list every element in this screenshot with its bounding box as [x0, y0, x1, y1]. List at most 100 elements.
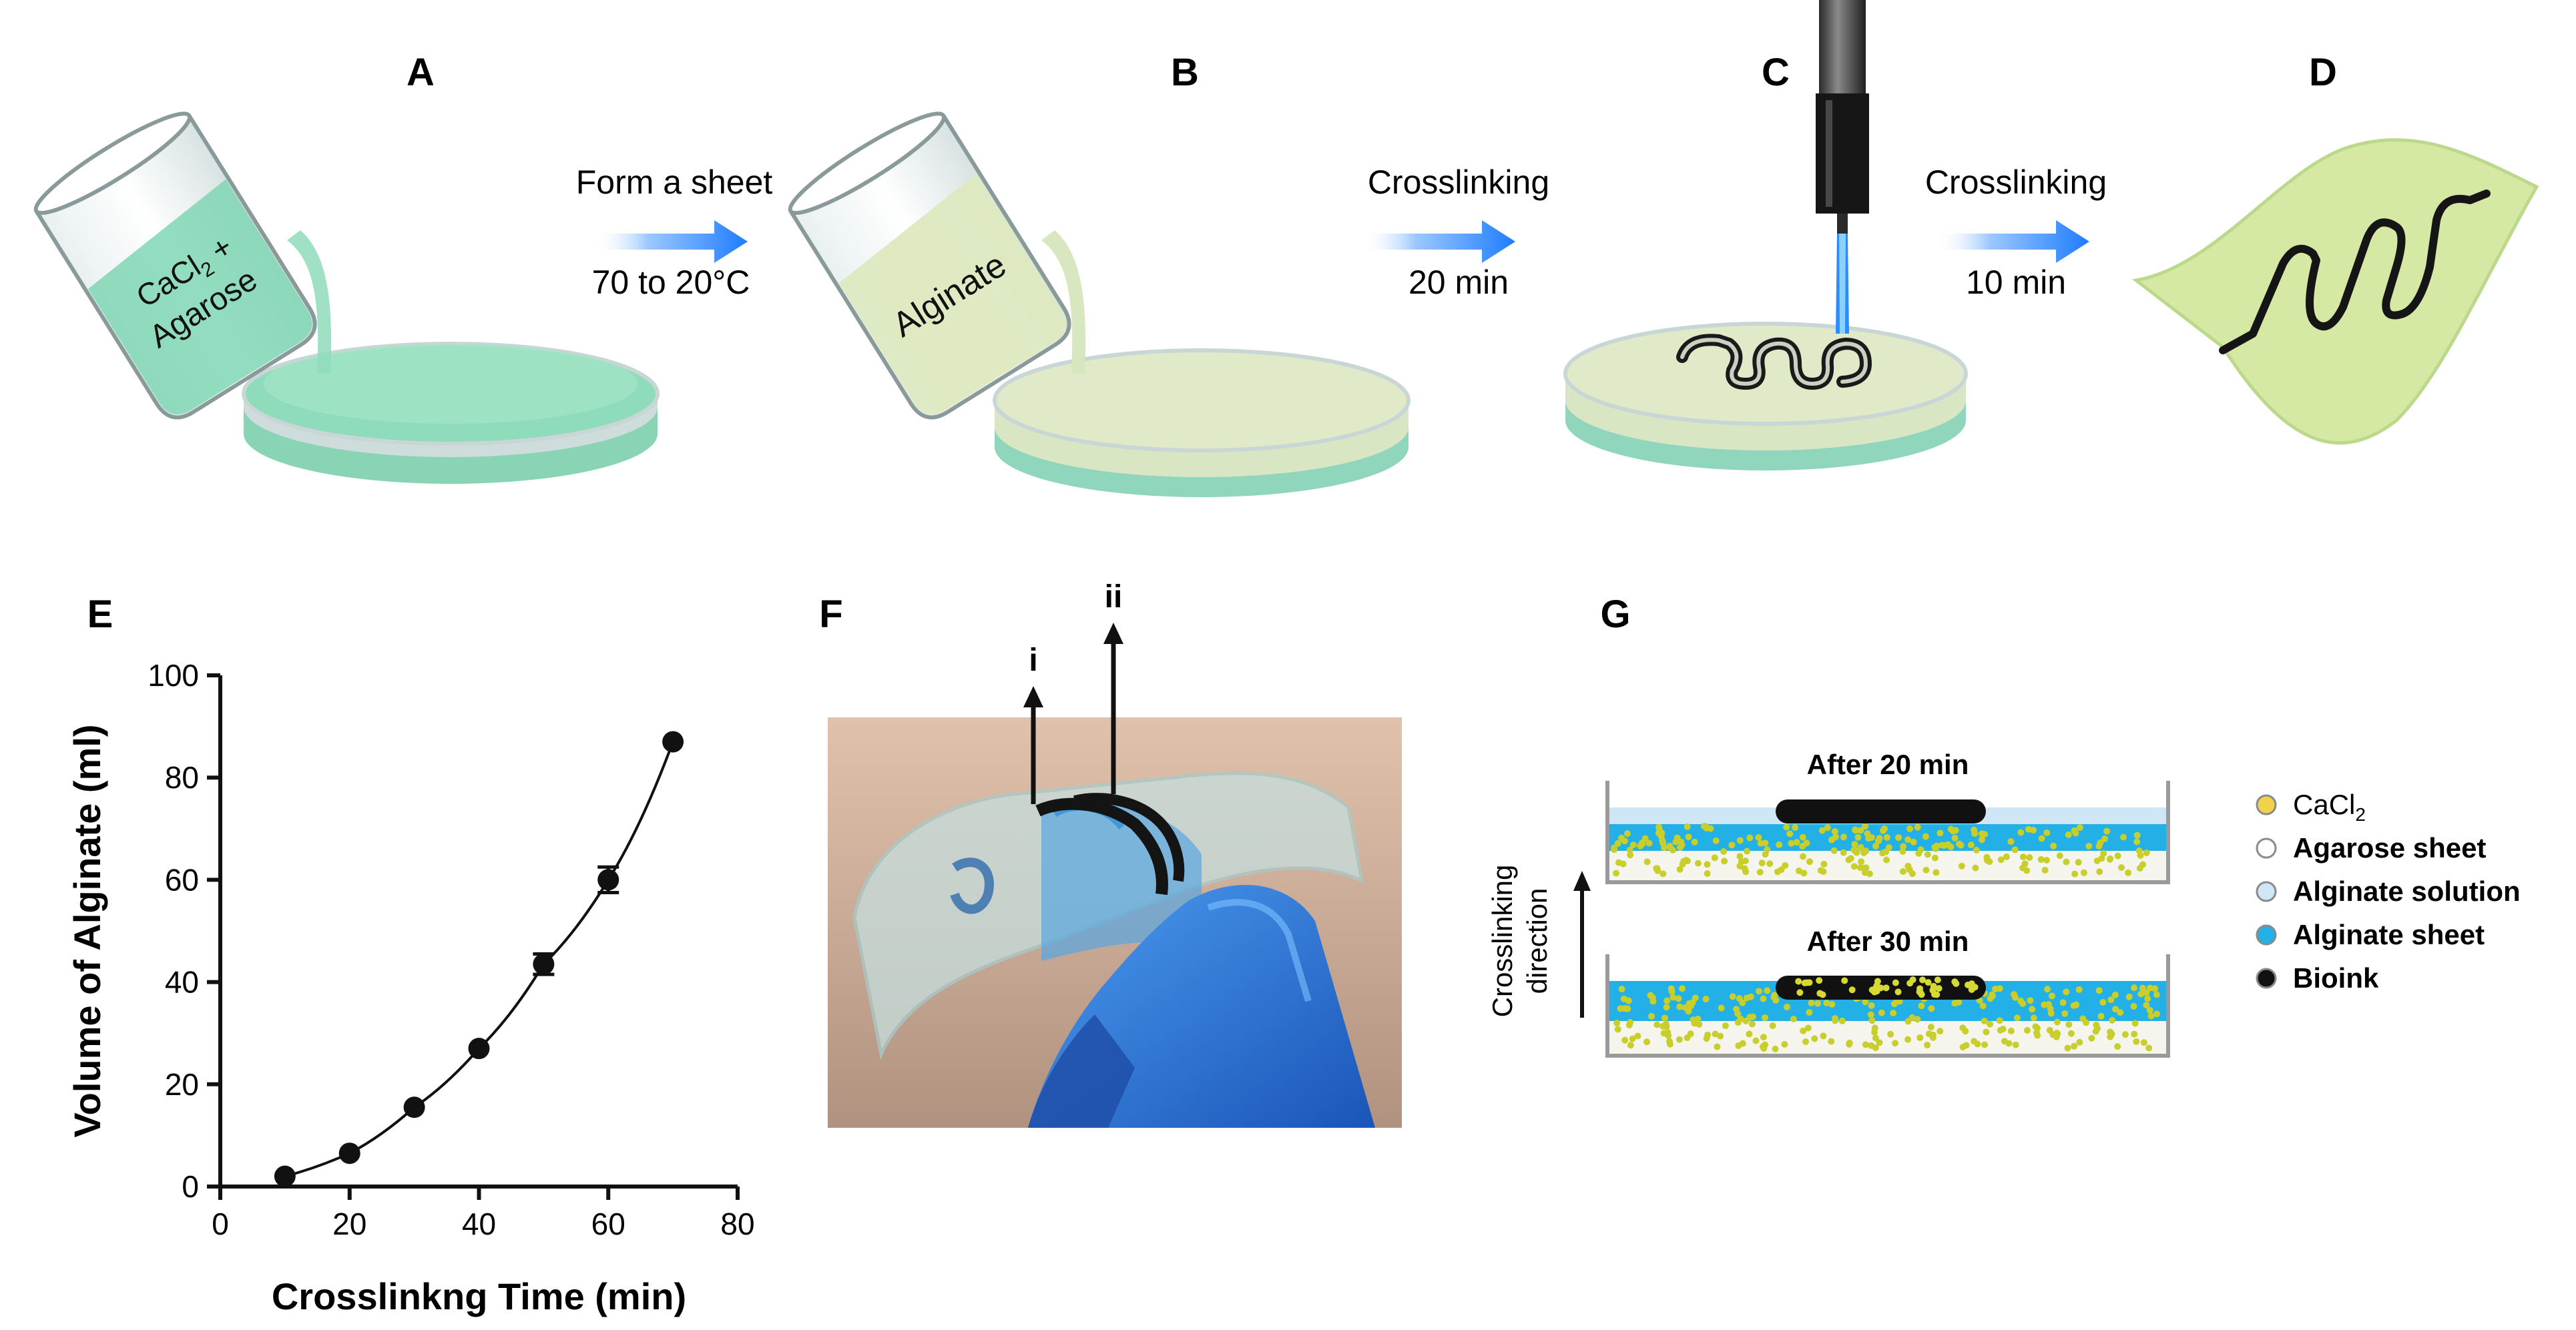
data-point [533, 953, 555, 975]
cacl2-dot [1918, 1002, 1925, 1010]
x-tick-label: 40 [462, 1207, 496, 1241]
cacl2-dot [1930, 982, 1937, 990]
cacl2-dot [2109, 1016, 2116, 1024]
cacl2-dot [1758, 860, 1766, 867]
cacl2-dot [1793, 839, 1800, 846]
cacl2-dot [1800, 870, 1808, 877]
panel-label-d: D [2309, 51, 2337, 94]
cacl2-dot [1685, 834, 1692, 841]
cacl2-dot [1629, 1035, 1636, 1042]
series-line [284, 741, 675, 1178]
cacl2-dot [2088, 1034, 2095, 1042]
panel-label-g: G [1600, 593, 1630, 636]
cacl2-dot [2130, 984, 2137, 992]
cacl2-dot [2067, 1030, 2075, 1037]
cacl2-dot [2139, 861, 2147, 868]
y-tick-label: 0 [182, 1169, 199, 1204]
cacl2-dot [1762, 851, 1769, 858]
cacl2-dot [2118, 864, 2125, 871]
cacl2-dot [1981, 1018, 1988, 1025]
cacl2-dot [2097, 1012, 2105, 1020]
cacl2-dot [1717, 1032, 1724, 1040]
cacl2-dot [1914, 1016, 1921, 1023]
cacl2-dot [1742, 858, 1749, 865]
cacl2-dot [1667, 844, 1674, 852]
cacl2-dot [1624, 830, 1631, 838]
cacl2-dot [2131, 1030, 2138, 1038]
cacl2-dot [1788, 840, 1795, 847]
cacl2-dot [2099, 998, 2107, 1006]
cacl2-dot [2146, 1006, 2153, 1014]
cacl2-dot [2003, 854, 2010, 861]
cacl2-dot [1929, 1034, 1937, 1041]
cacl2-dot [2140, 1039, 2147, 1046]
cacl2-dot [2147, 1012, 2155, 1020]
cacl2-dot [1909, 976, 1916, 984]
cacl2-dot [1882, 848, 1890, 856]
cacl2-dot [1818, 827, 1826, 834]
cacl2-dot [1643, 1038, 1651, 1046]
cacl2-dot [1614, 840, 1621, 847]
cacl2-dot [1746, 1030, 1753, 1038]
pour-stream-1 [287, 230, 332, 374]
cacl2-dot [1806, 858, 1814, 866]
arrow-ii [1103, 623, 1123, 794]
cacl2-dot [1914, 823, 1921, 831]
cacl2-dot [2029, 827, 2037, 834]
cacl2-dot [2041, 866, 2049, 874]
cacl2-dot [1867, 1011, 1874, 1018]
print-nozzle [1816, 0, 1869, 334]
y-tick-label: 80 [165, 760, 199, 795]
cacl2-dot [1872, 1044, 1879, 1052]
cacl2-dot [1761, 1014, 1768, 1021]
cacl2-dot [1808, 1000, 1815, 1007]
cacl2-particles-top [1611, 823, 2150, 878]
cacl2-dot [1892, 1040, 1899, 1047]
cacl2-dot [2012, 1041, 2019, 1048]
cacl2-dot [1820, 860, 1828, 868]
step3-label-top: Crosslinking [1925, 163, 2107, 201]
panel-label-b: B [1171, 51, 1199, 94]
cacl2-dot [1857, 827, 1864, 834]
cacl2-dot [1625, 1022, 1633, 1029]
cacl2-dot [1879, 827, 1886, 834]
cacl2-dot [1774, 868, 1781, 876]
sheet-serpentine-pattern [2219, 190, 2491, 354]
cacl2-dot [1655, 829, 1662, 837]
cacl2-dot [1621, 1005, 1629, 1012]
cacl2-dot [1831, 827, 1838, 835]
cacl2-dot [1924, 851, 1931, 858]
x-tick-label: 60 [591, 1207, 625, 1241]
cacl2-dot [1862, 848, 1870, 855]
cacl2-dot [1796, 989, 1804, 996]
cacl2-dot [1613, 870, 1620, 877]
cacl2-dot [1992, 985, 1999, 992]
legend-label: CaCl2 [2293, 789, 2366, 825]
cacl2-dot [1924, 979, 1932, 986]
cacl2-dot [1634, 1032, 1641, 1040]
cacl2-dot [1799, 834, 1806, 841]
cacl2-dot [2011, 846, 2019, 854]
schematic-title-top: After 20 min [1807, 749, 1969, 780]
cacl2-dot [1739, 999, 1746, 1006]
cacl2-dot [2143, 989, 2150, 996]
cacl2-dot [1613, 1020, 1621, 1027]
cacl2-dot [2111, 991, 2119, 998]
cacl2-dot [2026, 854, 2033, 862]
cacl2-dot [1627, 852, 1634, 859]
cacl2-dot [2061, 1010, 2069, 1017]
cacl2-dot [2096, 868, 2103, 876]
cacl2-dot [1851, 841, 1858, 848]
cacl2-dot [1856, 864, 1864, 872]
cacl2-dot [2079, 1015, 2087, 1022]
cacl2-dot [1648, 1012, 1655, 1020]
cacl2-dot [1742, 868, 1750, 876]
cacl2-dot [1814, 1000, 1822, 1007]
cacl2-dot [1868, 1002, 1875, 1009]
cacl2-dot [1972, 864, 1979, 872]
cacl2-dot [1621, 1036, 1629, 1044]
cacl2-dot [1900, 868, 1907, 875]
cacl2-dot [2130, 1002, 2137, 1010]
legend-swatch [2256, 838, 2277, 859]
